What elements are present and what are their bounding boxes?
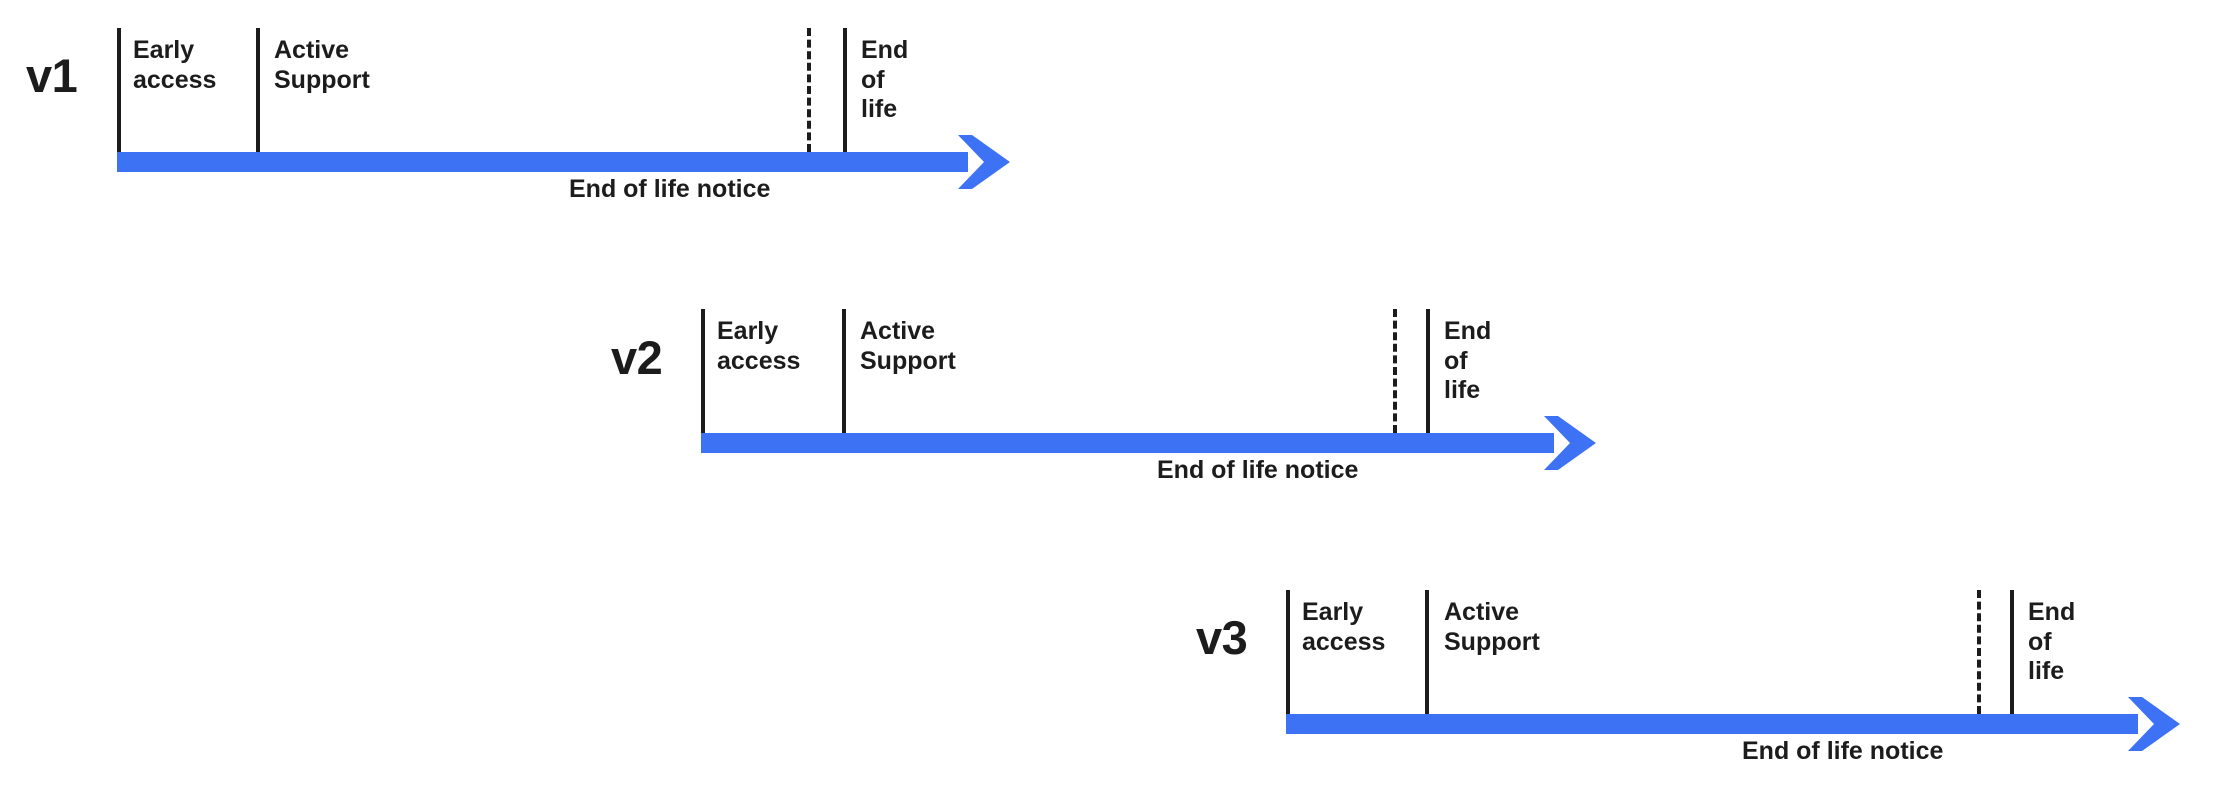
timeline-arrow-v1 xyxy=(117,135,1010,189)
timeline-arrow-v3 xyxy=(1286,697,2180,751)
phase-label-early-access: Early access xyxy=(133,36,217,94)
end-of-life-notice-divider xyxy=(807,28,811,152)
phase-label-end-of-life: End of life xyxy=(1444,317,1492,404)
end-of-life-notice-label: End of life notice xyxy=(1157,456,1359,484)
phase-label-active-support: Active Support xyxy=(860,317,956,375)
phase-divider-3 xyxy=(2010,590,2014,714)
phase-divider-2 xyxy=(256,28,260,152)
phase-label-active-support: Active Support xyxy=(1444,598,1540,656)
end-of-life-notice-label: End of life notice xyxy=(1742,737,1944,765)
phase-label-early-access: Early access xyxy=(1302,598,1386,656)
version-label-v3: v3 xyxy=(1196,611,1248,664)
version-label-v2: v2 xyxy=(611,331,663,384)
phase-divider-2 xyxy=(1425,590,1429,714)
phase-divider-2 xyxy=(842,309,846,433)
arrow-icon xyxy=(701,416,1596,470)
phase-divider-3 xyxy=(843,28,847,152)
phase-label-end-of-life: End of life xyxy=(861,36,909,123)
phase-label-end-of-life: End of life xyxy=(2028,598,2076,685)
end-of-life-notice-label: End of life notice xyxy=(569,175,771,203)
phase-divider-3 xyxy=(1426,309,1430,433)
phase-divider-1 xyxy=(701,309,705,433)
end-of-life-notice-divider xyxy=(1393,309,1397,433)
version-label-v1: v1 xyxy=(26,49,78,102)
arrow-icon xyxy=(117,135,1010,189)
phase-label-active-support: Active Support xyxy=(274,36,370,94)
timeline-arrow-v2 xyxy=(701,416,1596,470)
phase-divider-1 xyxy=(117,28,121,152)
arrow-icon xyxy=(1286,697,2180,751)
phase-divider-1 xyxy=(1286,590,1290,714)
end-of-life-notice-divider xyxy=(1977,590,1981,714)
phase-label-early-access: Early access xyxy=(717,317,801,375)
